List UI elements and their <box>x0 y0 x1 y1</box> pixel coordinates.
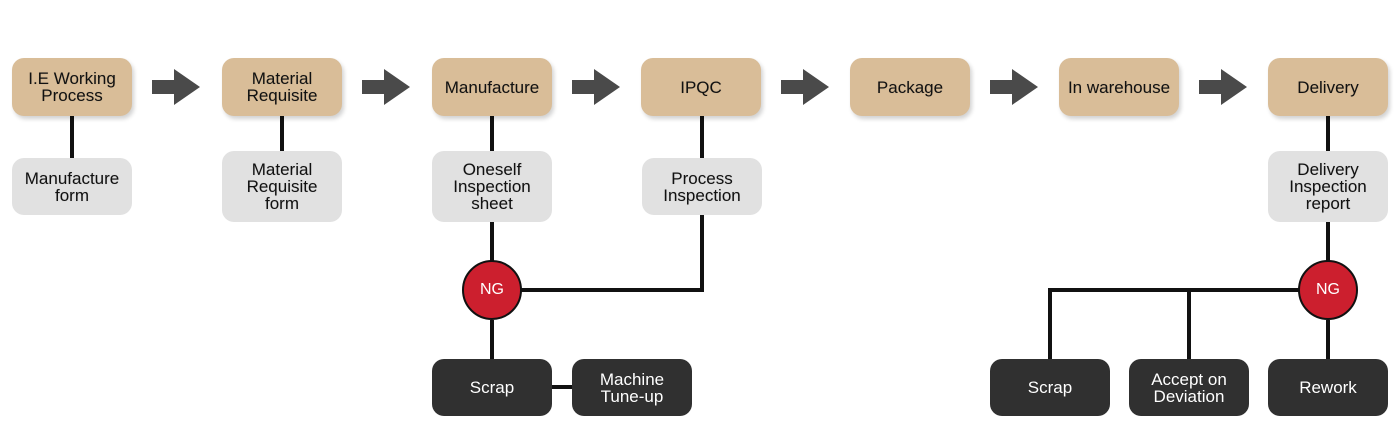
outcome-scrap-left: Scrap <box>432 359 552 416</box>
stage-label: Material Requisite <box>246 69 318 105</box>
outcome-accept-on-deviation: Accept on Deviation <box>1129 359 1249 416</box>
connector-line <box>1048 288 1299 360</box>
stage-ie-working-process: I.E Working Process <box>12 58 132 116</box>
stage-manufacture: Manufacture <box>432 58 552 116</box>
outcome-label: Scrap <box>1027 378 1073 397</box>
stage-label: I.E Working Process <box>28 69 116 105</box>
stage-label: In warehouse <box>1067 77 1171 97</box>
outcome-scrap-right: Scrap <box>990 359 1110 416</box>
ng-label: NG <box>480 281 504 298</box>
stage-in-warehouse: In warehouse <box>1059 58 1179 116</box>
arrow-right-icon <box>152 69 200 105</box>
stage-delivery: Delivery <box>1268 58 1388 116</box>
outcome-label: Accept on Deviation <box>1151 369 1227 406</box>
ng-node-delivery: NG <box>1298 260 1358 320</box>
stage-label: Package <box>876 77 944 97</box>
outcome-machine-tune-up: Machine Tune-up <box>572 359 692 416</box>
arrow-right-icon <box>990 69 1038 105</box>
doc-label: Delivery Inspection report <box>1289 160 1367 213</box>
stage-label: Manufacture <box>444 77 540 97</box>
outcome-rework: Rework <box>1268 359 1388 416</box>
arrow-right-icon <box>572 69 620 105</box>
connector-line <box>521 215 704 292</box>
stage-ipqc: IPQC <box>641 58 761 116</box>
stage-label: IPQC <box>680 77 722 97</box>
doc-delivery-inspection-report: Delivery Inspection report <box>1268 151 1388 222</box>
arrow-right-icon <box>1199 69 1247 105</box>
doc-label: Material Requisite form <box>246 160 318 213</box>
doc-material-requisite-form: Material Requisite form <box>222 151 342 222</box>
doc-label: Manufacture form <box>24 168 120 205</box>
stage-package: Package <box>850 58 970 116</box>
arrow-right-icon <box>781 69 829 105</box>
doc-label: Oneself Inspection sheet <box>453 160 531 213</box>
doc-process-inspection: Process Inspection <box>642 158 762 215</box>
doc-oneself-inspection-sheet: Oneself Inspection sheet <box>432 151 552 222</box>
outcome-label: Scrap <box>469 378 515 397</box>
arrow-right-icon <box>362 69 410 105</box>
outcome-label: Machine Tune-up <box>599 369 665 406</box>
outcome-label: Rework <box>1299 378 1357 397</box>
doc-label: Process Inspection <box>663 168 741 205</box>
ng-node-manufacture: NG <box>462 260 522 320</box>
stage-label: Delivery <box>1297 77 1359 97</box>
doc-manufacture-form: Manufacture form <box>12 158 132 215</box>
ng-label: NG <box>1316 281 1340 298</box>
stage-material-requisite: Material Requisite <box>222 58 342 116</box>
